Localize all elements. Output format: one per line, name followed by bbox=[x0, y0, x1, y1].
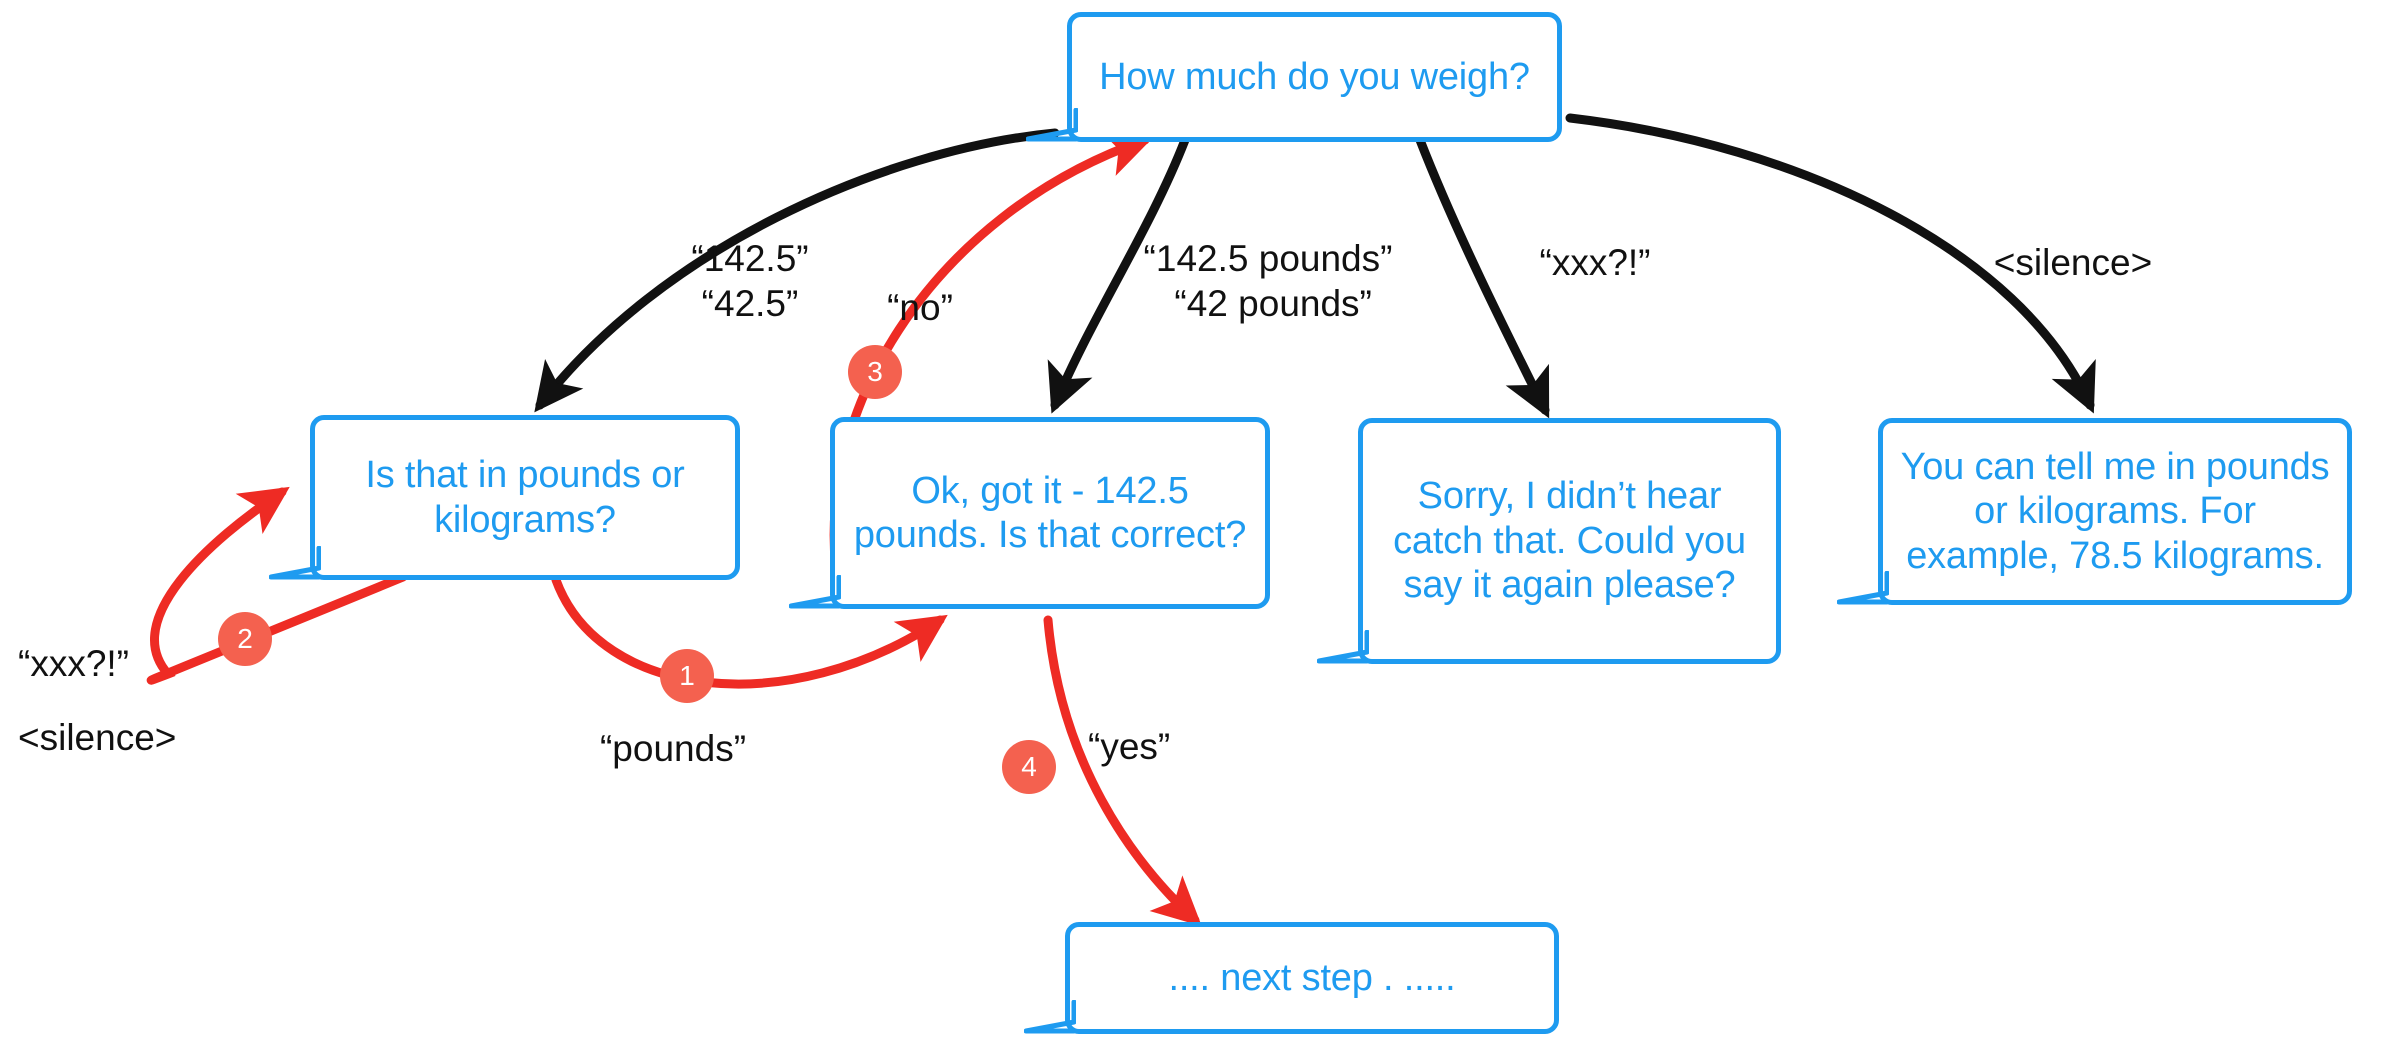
bubble-next-step-text: .... next step . ..... bbox=[1168, 956, 1456, 999]
edge-label-no: “no” bbox=[887, 287, 953, 328]
step-badge-3: 3 bbox=[848, 345, 902, 399]
edge-label-ambiguous-number: “142.5” “42.5” bbox=[691, 238, 809, 325]
edge-root-to-confirm bbox=[1047, 135, 1190, 414]
edge-units-self-loop bbox=[146, 486, 408, 685]
step-badge-2: 2 bbox=[218, 612, 272, 666]
step-badge-2-label: 2 bbox=[237, 623, 253, 654]
bubble-confirm[interactable]: Ok, got it - 142.5 pounds. Is that corre… bbox=[789, 417, 1270, 609]
bubble-units[interactable]: Is that in pounds or kilograms? bbox=[269, 415, 740, 580]
edge-confirm-to-next bbox=[1043, 615, 1202, 927]
edge-label-yes: “yes” bbox=[1088, 726, 1171, 767]
step-badge-4-label: 4 bbox=[1021, 751, 1037, 782]
bubble-confirm-text: Ok, got it - 142.5 pounds. Is that corre… bbox=[853, 469, 1247, 556]
edge-label-units-noinput: “xxx?!” <silence> bbox=[18, 643, 177, 758]
bubble-next-step[interactable]: .... next step . ..... bbox=[1024, 922, 1559, 1034]
edge-label-full-answer: “142.5 pounds” “42 pounds” bbox=[1143, 238, 1393, 325]
bubble-help-text: You can tell me in pounds or kilograms. … bbox=[1900, 445, 2330, 577]
bubble-units-text: Is that in pounds or kilograms? bbox=[365, 454, 685, 541]
step-badge-1-label: 1 bbox=[679, 660, 695, 691]
edge-root-to-rehear bbox=[1415, 135, 1550, 419]
edge-root-to-units bbox=[534, 128, 1060, 413]
bubble-root-text: How much do you weigh? bbox=[1099, 55, 1530, 98]
step-badge-1: 1 bbox=[660, 649, 714, 703]
step-badge-3-label: 3 bbox=[867, 356, 883, 387]
edge-label-unintelligible: “xxx?!” bbox=[1539, 242, 1651, 283]
bubble-root[interactable]: How much do you weigh? bbox=[1026, 12, 1562, 142]
bubble-rehear[interactable]: Sorry, I didn’t hear catch that. Could y… bbox=[1317, 418, 1781, 664]
edge-label-units-pounds: “pounds” bbox=[599, 728, 747, 769]
bubble-help[interactable]: You can tell me in pounds or kilograms. … bbox=[1837, 418, 2352, 605]
step-badge-4: 4 bbox=[1002, 740, 1056, 794]
bubble-rehear-text: Sorry, I didn’t hear catch that. Could y… bbox=[1393, 475, 1746, 607]
edge-label-silence: <silence> bbox=[1993, 242, 2153, 283]
edge-root-to-help bbox=[1565, 113, 2096, 414]
